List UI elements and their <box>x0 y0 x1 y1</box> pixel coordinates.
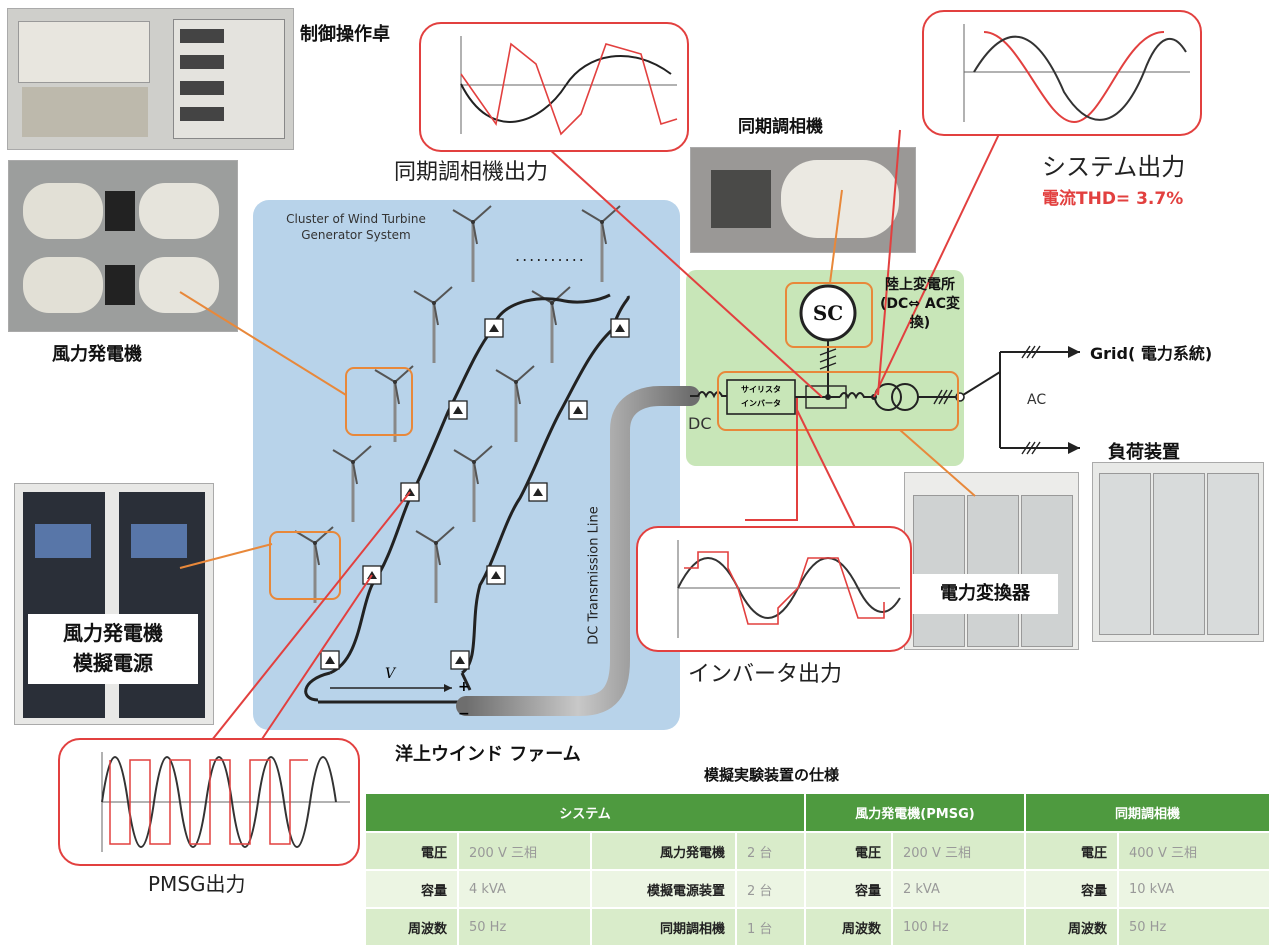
turbine <box>414 525 456 605</box>
sync-condenser-output-label: 同期調相機出力 <box>394 160 549 185</box>
vd-label: V <box>385 666 396 682</box>
load-label: 負荷装置 <box>1108 442 1180 463</box>
dc-label: DC <box>688 414 712 433</box>
converter-box <box>320 650 340 670</box>
table-title: 模擬実験装置の仕様 <box>704 766 840 784</box>
converter-box <box>486 565 506 585</box>
pmsg-output-label: PMSG出力 <box>148 872 246 896</box>
converter-label: 電力変換器 <box>912 574 1058 614</box>
wind-sim-power-label: 風力発電機 模擬電源 <box>28 614 198 684</box>
minus-label: − <box>458 706 470 722</box>
highlight-turbine-2 <box>269 531 341 600</box>
wind-generator-photo <box>8 160 238 332</box>
table-row: 容量 4 kVA 模擬電源装置 2 台 容量 2 kVA 容量 10 kVA <box>364 869 1271 909</box>
converter-photo <box>904 472 1079 650</box>
inverter-output-label: インバータ出力 <box>688 662 843 687</box>
system-output-label: システム出力 <box>1042 153 1186 181</box>
turbine <box>580 204 622 284</box>
thyristor-inverter-box <box>726 379 796 415</box>
ac-label: AC <box>1027 392 1047 408</box>
turbine <box>494 364 536 444</box>
dc-transmission-label: DC Transmission Line <box>586 506 602 645</box>
converter-box <box>484 318 504 338</box>
table-row: 周波数 50 Hz 同期調相機 1 台 周波数 100 Hz 周波数 50 Hz <box>364 907 1271 947</box>
highlight-converter <box>717 371 959 431</box>
converter-box <box>450 650 470 670</box>
highlight-sc <box>785 282 873 348</box>
sc-label: SC <box>812 301 844 325</box>
turbine <box>331 444 373 524</box>
wind-generator-label: 風力発電機 <box>52 344 142 365</box>
grid-label: Grid( 電力系統) <box>1090 344 1213 363</box>
substation-label: 陸上変電所 (DC⇔ AC変換) <box>879 277 960 331</box>
system-output-waveform <box>922 10 1202 136</box>
turbine <box>412 285 454 365</box>
thd-label: 電流THD= 3.7% <box>1042 189 1184 209</box>
header-pmsg: 風力発電機(PMSG) <box>804 792 1026 833</box>
converter-box <box>528 482 548 502</box>
sync-condenser-waveform <box>419 22 689 152</box>
thyristor-label: サイリスタ インバータ <box>741 385 781 408</box>
header-sync: 同期調相機 <box>1024 792 1271 833</box>
control-desk-label: 制御操作卓 <box>300 24 390 45</box>
turbine <box>293 525 335 605</box>
sync-condenser-symbol <box>799 284 857 342</box>
table-row: 電圧 200 V 三相 風力発電機 2 台 電圧 200 V 三相 電圧 400… <box>364 831 1271 871</box>
pmsg-output-waveform <box>58 738 360 866</box>
spec-table: システム 風力発電機(PMSG) 同期調相機 電圧 200 V 三相 風力発電機… <box>364 792 1271 947</box>
header-system: システム <box>364 792 806 833</box>
sync-condenser-title: 同期調相機 <box>738 117 823 137</box>
converter-box <box>610 318 630 338</box>
inverter-output-waveform <box>636 526 912 652</box>
load-device-photo <box>1092 462 1264 642</box>
sync-condenser-photo <box>690 147 916 253</box>
converter-box <box>568 400 588 420</box>
offshore-label: 洋上ウインド ファーム <box>395 744 581 765</box>
turbine <box>373 364 415 444</box>
turbine <box>451 204 493 284</box>
converter-box <box>448 400 468 420</box>
highlight-turbine-1 <box>345 367 413 436</box>
plus-label: + <box>458 679 470 695</box>
cluster-label: Cluster of Wind Turbine Generator System <box>286 212 426 242</box>
offshore-panel <box>253 200 680 730</box>
turbine <box>452 444 494 524</box>
turbine-dots: .......... <box>515 246 586 265</box>
control-desk-photo <box>7 8 294 150</box>
